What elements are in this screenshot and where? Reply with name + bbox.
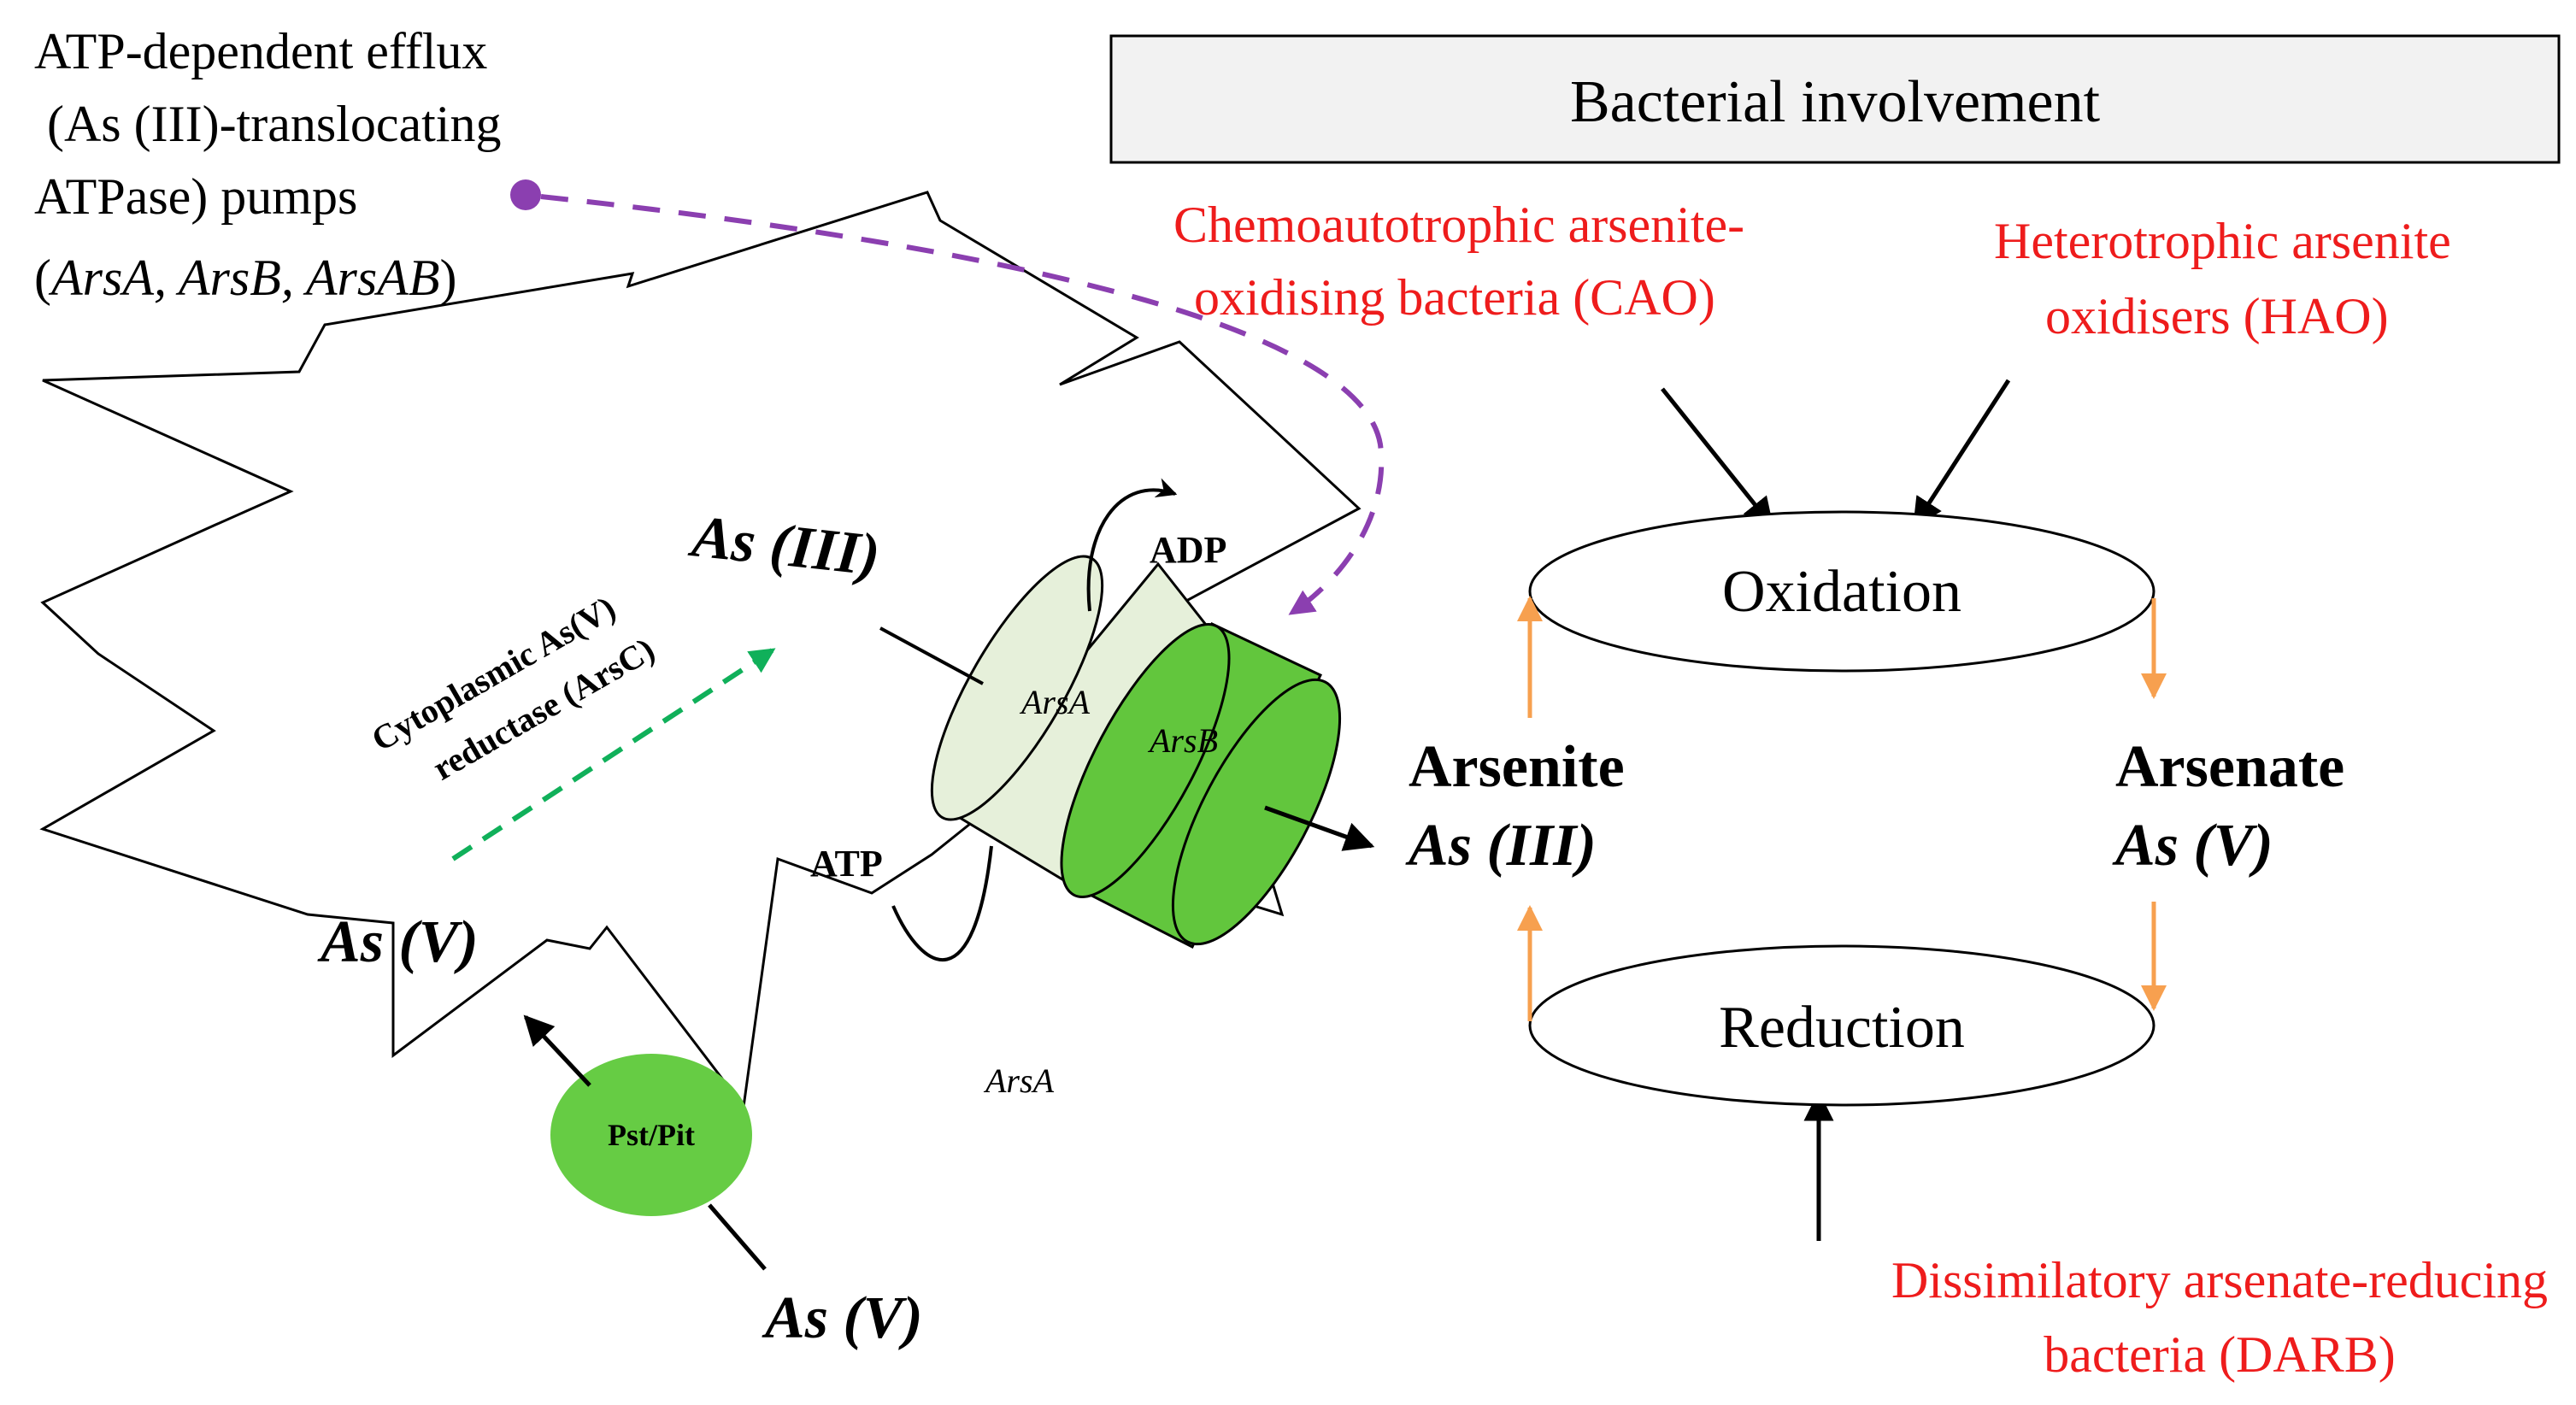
arsb-label: ArsB: [1147, 721, 1218, 760]
arsenate-species: As (V): [2112, 813, 2273, 879]
as5-outside-label: As (V): [762, 1285, 923, 1351]
efflux-label-line4: (ArsA, ArsB, ArsAB): [34, 250, 456, 306]
header-box: [1109, 34, 2561, 164]
cao-label-line1: Chemoautotrophic arsenite-: [1173, 197, 1744, 253]
hao-label-line2: oxidisers (HAO): [2045, 288, 2389, 344]
efflux-open-paren: (: [34, 250, 51, 306]
as3-inside-label: As (III): [685, 503, 883, 589]
atp-label: ATP: [810, 843, 883, 885]
arsa-label: ArsA: [1019, 683, 1091, 721]
pump-export-arrow: [1264, 805, 1375, 851]
reduction-ellipse: [1528, 944, 2155, 1107]
reduction-label: Reduction: [1719, 995, 1965, 1061]
darb-label-line1: Dissimilatory arsenate-reducing: [1891, 1252, 2548, 1308]
arsa-cylinder: [930, 555, 1214, 890]
cao-label-line2: oxidising bacteria (CAO): [1194, 269, 1715, 326]
arsenite-species: As (III): [1405, 813, 1597, 879]
arsenate-name: Arsenate: [2115, 734, 2344, 800]
header-title: Bacterial involvement: [1570, 69, 2101, 135]
efflux-pointer-curve: [540, 194, 1385, 616]
pst-import-line-lower: [708, 1203, 767, 1271]
efflux-close-paren: ): [439, 250, 456, 306]
efflux-label-line3: ATPase) pumps: [34, 168, 357, 225]
oxidation-ellipse: [1528, 510, 2155, 673]
efflux-gene-list: ArsA, ArsB, ArsAB: [48, 250, 439, 306]
pst-import-arrow-upper: [523, 1014, 591, 1087]
pst-pit-transporter: [550, 1054, 752, 1216]
efflux-pointer-dot: [510, 179, 541, 210]
reduction-dashed-arrow: [451, 647, 776, 861]
pst-pit-label: Pst/Pit: [608, 1118, 695, 1152]
hao-arrow: [1912, 379, 2011, 528]
arsb-cylinder: [1060, 622, 1342, 949]
cell-membrane: [39, 191, 1362, 1110]
atp-curve: [891, 845, 993, 962]
adp-curve-arrow: [1086, 478, 1178, 612]
cao-arrow: [1661, 387, 1774, 528]
as3-to-pump-line: [879, 626, 984, 685]
efflux-label-line2: (As (III)-translocating: [34, 96, 501, 152]
oxidation-label: Oxidation: [1722, 559, 1961, 625]
darb-label-line2: bacteria (DARB): [2044, 1326, 2396, 1383]
arsenite-name: Arsenite: [1409, 734, 1625, 800]
as5-inside-label: As (V): [317, 909, 479, 975]
adp-label: ADP: [1150, 529, 1226, 571]
efflux-label-line1: ATP-dependent efflux: [34, 23, 487, 79]
hao-label-line1: Heterotrophic arsenite: [1994, 213, 2451, 269]
arsa-outside-label: ArsA: [983, 1061, 1055, 1100]
